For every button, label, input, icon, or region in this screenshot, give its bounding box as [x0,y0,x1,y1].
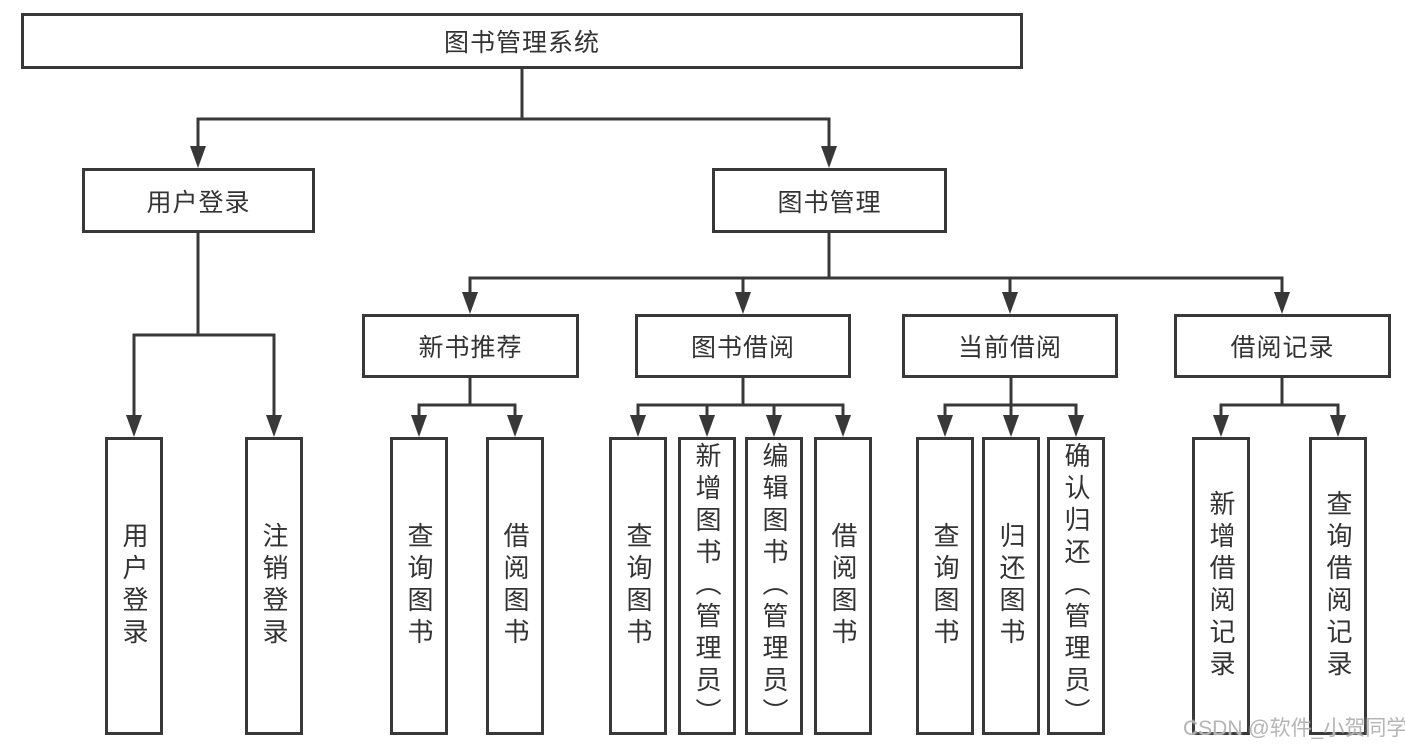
leaf-edit-books-admin: 编辑图书（管理员） [745,437,803,735]
arrowhead-icon [630,415,646,437]
connector-root-to-level2 [196,64,831,150]
arrowhead-icon [1330,415,1346,437]
arrowhead-icon [835,415,851,437]
node-label: 新增图书（管理员） [692,442,722,730]
leaf-query-books-recommend: 查询图书 [390,437,448,735]
node-label: 图书管理系统 [443,29,600,57]
arrowhead-icon [190,146,206,168]
node-label: 新增借阅记录 [1206,490,1236,682]
node-label: 查询图书 [623,522,653,650]
node-label: 图书借阅 [690,334,795,362]
arrowhead-icon [411,415,427,437]
node-label: 借阅图书 [500,522,530,650]
arrowhead-icon [735,292,751,314]
node-label: 编辑图书（管理员） [759,442,789,730]
leaf-query-books-current: 查询图书 [916,437,974,735]
leaf-borrow-books-recommend: 借阅图书 [486,437,544,735]
node-label: 查询图书 [404,522,434,650]
connector-user-login-to-children [132,229,276,419]
arrowhead-icon [1274,292,1290,314]
arrowhead-icon [1213,415,1229,437]
node-label: 查询借阅记录 [1323,490,1353,682]
node-user-login: 用户登录 [82,168,315,233]
node-label: 确认归还（管理员） [1061,442,1091,730]
watermark: CSDN @软件_小贺同学 [1183,717,1405,740]
leaf-logout: 注销登录 [245,437,303,735]
arrowhead-icon [266,415,282,437]
node-label: 借阅图书 [828,522,858,650]
arrowhead-icon [1003,415,1019,437]
leaf-confirm-return-admin: 确认归还（管理员） [1047,437,1105,735]
node-book-borrow: 图书借阅 [635,314,851,378]
node-current-borrow: 当前借阅 [902,314,1118,378]
node-label: 当前借阅 [957,334,1062,362]
node-label: 用户登录 [119,522,149,650]
arrowhead-icon [699,415,715,437]
node-book-management: 图书管理 [712,168,947,233]
node-new-book-recommend: 新书推荐 [362,314,579,378]
leaf-return-books: 归还图书 [982,437,1040,735]
node-label: 新书推荐 [418,334,523,362]
connector-new-book-recommend-to-children [417,374,517,419]
node-label: 借阅记录 [1230,334,1335,362]
leaf-borrow-books: 借阅图书 [814,437,872,735]
arrowhead-icon [821,146,837,168]
node-label: 查询图书 [930,522,960,650]
node-label: 图书管理 [777,188,882,217]
node-label: 注销登录 [259,522,289,650]
arrowhead-icon [126,415,142,437]
leaf-query-books-borrow: 查询图书 [609,437,667,735]
node-library-management-system: 图书管理系统 [21,13,1023,69]
arrowhead-icon [1002,292,1018,314]
node-label: 用户登录 [146,188,251,217]
leaf-query-borrow-record: 查询借阅记录 [1309,437,1367,735]
connector-book-borrow-to-children [636,374,845,419]
connector-book-management-to-level3 [468,229,1284,296]
connector-borrow-records-to-children [1219,374,1340,419]
arrowhead-icon [462,292,478,314]
node-label: 归还图书 [996,522,1026,650]
node-borrow-records: 借阅记录 [1174,314,1391,378]
connector-current-borrow-to-children [943,374,1078,419]
leaf-add-books-admin: 新增图书（管理员） [678,437,736,735]
leaf-user-login: 用户登录 [105,437,163,735]
arrowhead-icon [937,415,953,437]
arrowhead-icon [766,415,782,437]
arrowhead-icon [507,415,523,437]
arrowhead-icon [1068,415,1084,437]
leaf-add-borrow-record: 新增借阅记录 [1192,437,1250,735]
